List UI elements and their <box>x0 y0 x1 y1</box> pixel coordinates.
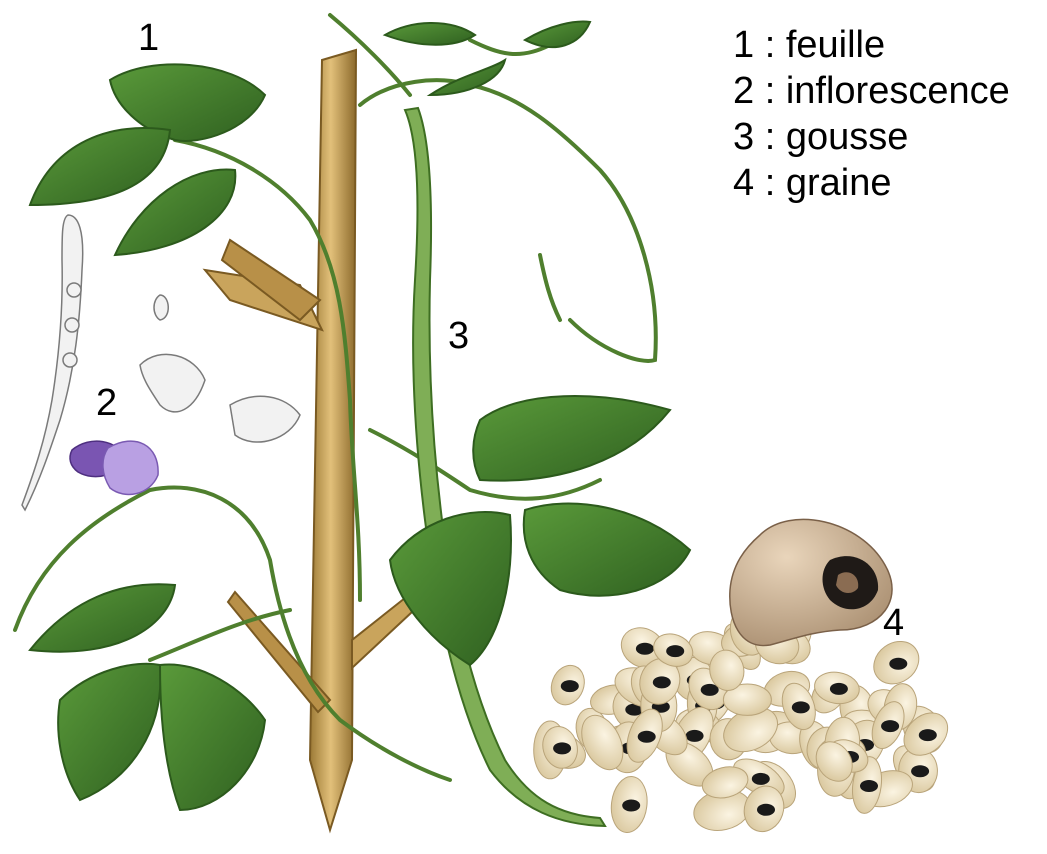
seed-eye <box>830 683 848 695</box>
seed-eye <box>686 730 704 742</box>
seed-eye <box>911 765 929 777</box>
legend: 1 : feuille 2 : inflorescence 3 : gousse… <box>733 22 1010 206</box>
callout-3: 3 <box>448 315 469 357</box>
seed-eye <box>638 731 656 743</box>
seed-eye <box>757 804 775 816</box>
seed-eye <box>919 729 937 741</box>
seed-eye <box>860 780 878 792</box>
seed-eye <box>561 680 579 692</box>
seed-eye <box>636 643 654 655</box>
seed-eye <box>553 742 571 754</box>
seed-eye <box>622 800 640 812</box>
seed-eye <box>666 645 684 657</box>
callout-4: 4 <box>883 602 904 644</box>
legend-item-feuille: 1 : feuille <box>733 22 1010 68</box>
legend-item-inflorescence: 2 : inflorescence <box>733 68 1010 114</box>
seed-eye <box>889 658 907 670</box>
legend-item-graine: 4 : graine <box>733 160 1010 206</box>
callout-1: 1 <box>138 17 159 59</box>
callout-2: 2 <box>96 382 117 424</box>
legend-item-gousse: 3 : gousse <box>733 114 1010 160</box>
seed-eye <box>653 676 671 688</box>
flower <box>70 441 158 494</box>
seed-eye <box>881 720 899 732</box>
seed-eye <box>792 701 810 713</box>
seed-eye <box>752 773 770 785</box>
